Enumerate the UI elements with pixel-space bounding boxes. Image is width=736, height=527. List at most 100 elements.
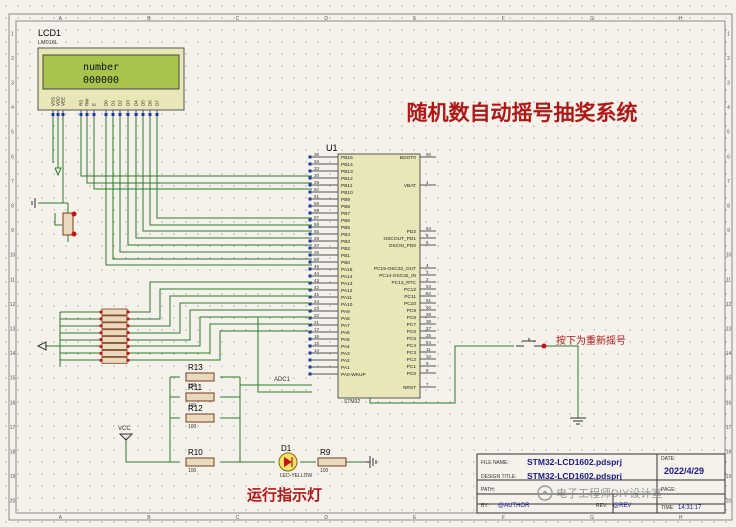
lcd-bus-wires [52,118,312,266]
lcd-pin-marker [85,113,89,116]
mcu-pin-marker [308,302,312,306]
ground-symbol-left [31,198,36,208]
reset-pushbutton [516,338,547,349]
row-marker: 16 [726,400,732,406]
tb-design-title: STM32-LCD1602.pdsprj [527,471,622,481]
lcd-pin-marker [134,113,138,116]
r9-value: 100 [320,468,329,474]
column-marker: H [679,16,683,22]
reset-wires [369,345,579,418]
ground-symbol-buttons [36,341,47,351]
mcu-pin-name: PC2 [407,357,417,363]
mcu-pin-name: PC8 [407,315,417,321]
column-marker: C [236,515,240,521]
led-symbol [284,457,292,467]
r13-ref: R13 [188,363,203,372]
lcd-screen [42,54,180,90]
lcd-pin-marker [141,113,145,116]
adc-divider-wires [125,318,312,463]
lcd-pin-marker [92,113,96,116]
lcd-pin-marker [126,113,130,116]
mcu-pin-number: 15 [314,341,320,346]
mcu-pin-name: PB12 [341,176,353,182]
row-marker: 10 [726,253,732,259]
mcu-pin-number: 8 [426,368,429,373]
mcu-pin-marker [308,295,312,299]
mcu-pin-name: PB7 [341,211,350,217]
tb-file-name: STM32-LCD1602.pdsprj [527,457,622,467]
key-button-terminal [99,324,103,328]
row-marker: 18 [10,450,16,456]
mcu-pin-name: PA4 [341,344,350,350]
column-marker: A [59,16,63,22]
mcu-pin-marker [308,232,312,236]
mcu-pin-number: 52 [426,291,432,296]
mcu-pin-marker [308,246,312,250]
key-button [101,308,128,316]
mcu-pin-marker [308,225,312,229]
mcu-pin-name: PC7 [407,322,417,328]
column-marker: C [236,16,240,22]
mcu-pin-marker [308,204,312,208]
ground-symbol-led [366,456,377,468]
lcd-pin-marker [56,113,60,116]
mcu-pin-number: 23 [314,306,320,311]
lcd-pin-label: VSS [51,97,56,106]
mcu-pin-number: 61 [314,194,320,199]
mcu-pin-number: 36 [314,152,320,157]
mcu-pin-name: PC3 [407,350,417,356]
lcd-pin-marker [61,113,65,116]
lcd-pin-marker [148,113,152,116]
mcu-pin-number: 37 [426,326,432,331]
row-marker: 6 [727,154,730,160]
column-marker: F [502,16,505,22]
row-marker: 7 [727,179,730,185]
adc-net-label: ADC1 [274,377,291,383]
mcu-pin-marker [308,218,312,222]
mcu-pin-number: 39 [426,312,432,317]
row-marker: 3 [727,81,730,87]
lcd-pin-label: D1 [111,100,116,106]
mcu-pin-name: PA6 [341,330,350,336]
row-marker: 5 [11,130,14,136]
mcu-pin-number: 5 [426,240,429,245]
pot-terminal-top [71,211,77,217]
mcu-pin-marker [308,267,312,271]
mcu-pin-number: 62 [314,187,320,192]
mcu-pin-number: 54 [426,226,432,231]
lcd-pin-label: D2 [118,100,123,106]
mcu-pin-number: 42 [314,285,320,290]
watermark: 电子工程师DIY设计室 [537,485,662,501]
mcu-pin-number: 55 [314,229,320,234]
lcd-pin-marker [111,113,115,116]
mcu-pin-name: PB8 [341,204,350,210]
key-button [101,356,128,364]
tb-time: 14:31:17 [678,505,702,511]
row-marker: 20 [10,499,16,505]
mcu-pin-marker [308,323,312,327]
mcu-pin-marker [308,211,312,215]
mcu-pin-number: 34 [314,159,320,164]
mcu-pin-name: PA1 [341,365,350,371]
key-button-terminal [126,338,130,342]
mcu-pin-name: PA11 [341,295,352,301]
mcu-pin-number: 24 [426,340,432,345]
mcu-pin-name: PB11 [341,183,353,189]
mcu-pin-number: 30 [314,173,320,178]
key-button [101,343,128,350]
mcu-pin-name: PA13 [341,281,353,287]
r12-value: 100 [188,424,197,430]
row-marker: 11 [10,277,15,283]
mcu-pin-number: 10 [426,354,432,359]
mcu-pin-name: PB14 [341,162,353,168]
mcu-pin-number: 56 [314,222,320,227]
row-marker: 7 [11,179,14,185]
mcu-pin-name: PB4 [341,232,350,238]
row-marker: 9 [11,228,14,234]
mcu-pin-number: 33 [314,166,320,171]
key-button-terminal [126,331,130,335]
r11-value: 100 [188,403,197,409]
column-marker: A [59,515,63,521]
